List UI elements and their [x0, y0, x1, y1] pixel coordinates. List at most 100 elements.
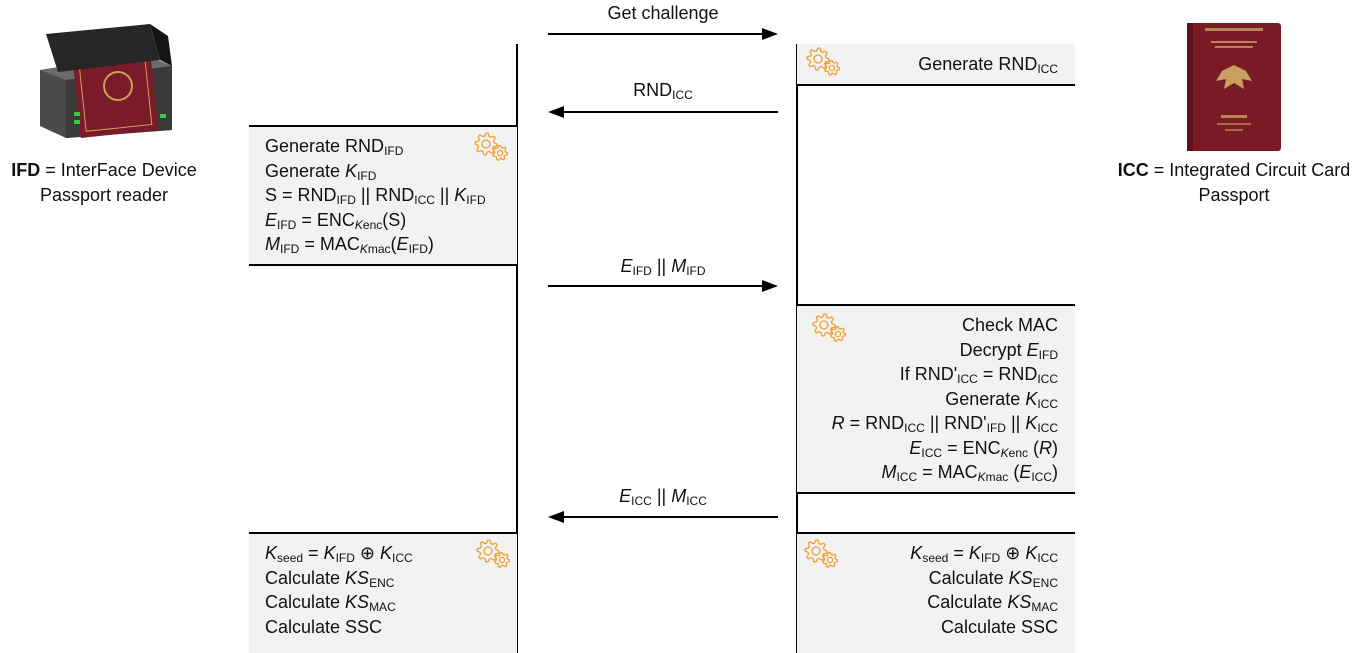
passport-reader-icon: [36, 22, 176, 140]
var: K: [354, 217, 363, 232]
var: K: [910, 543, 923, 563]
sub: IFD: [408, 242, 428, 256]
gears-icon: [801, 538, 841, 570]
rnd-sub: ICC: [1037, 62, 1058, 76]
arrow-to-icc: [548, 27, 778, 41]
var: KS: [345, 567, 370, 588]
text: ): [427, 234, 434, 254]
icc-line-7: MICC = MACKmac (EICC): [832, 460, 1058, 485]
passport-icon: [1187, 23, 1281, 151]
sub: ICC: [631, 494, 652, 508]
sub: ENC: [1032, 575, 1058, 590]
text: Generate RND: [265, 136, 385, 156]
arrow-to-icc: [548, 279, 778, 293]
text: (: [1028, 437, 1039, 458]
text: = RND: [977, 364, 1038, 384]
var: KS: [345, 592, 370, 612]
var: KS: [1008, 567, 1033, 588]
sub: IFD: [1038, 347, 1058, 362]
sub: IFD: [632, 264, 652, 278]
icc-generate-box: Generate RNDICC: [797, 44, 1075, 86]
text: ||: [651, 256, 672, 276]
text: If RND': [899, 364, 958, 384]
var: K: [968, 543, 981, 563]
text: = ENC: [942, 437, 1001, 458]
icc-abbr: ICC: [1117, 160, 1149, 180]
text: =: [303, 543, 324, 563]
sub: IFD: [336, 193, 356, 207]
icc-line-6: EICC = ENCKenc (R): [832, 436, 1058, 461]
sub: Kenc: [1001, 446, 1028, 460]
var: K: [265, 543, 278, 563]
text: (: [1008, 462, 1020, 482]
text: Decrypt: [959, 339, 1027, 360]
icc-verify-box: Check MAC Decrypt EIFD If RND'ICC = RNDI…: [797, 304, 1075, 494]
text: || RND': [924, 413, 987, 433]
xor-operator: ⊕: [1000, 543, 1026, 563]
ifd-label: IFD = InterFace Device Passport reader: [2, 158, 206, 208]
text: (S): [382, 209, 407, 230]
text: = RND: [844, 413, 905, 433]
var: M: [671, 486, 687, 506]
var: K: [323, 543, 336, 563]
ifd-subtitle: Passport reader: [39, 185, 169, 205]
text: Generate: [265, 160, 346, 181]
text: enc: [1008, 445, 1028, 460]
ifd-line-4: EIFD = ENCKenc(S): [265, 208, 486, 233]
sub: MAC: [1031, 600, 1058, 614]
var: K: [345, 160, 358, 181]
gears-icon: [473, 538, 513, 570]
keys-line-1: Kseed = KIFD ⊕ KICC: [910, 541, 1058, 566]
ifd-compute-box: Generate RNDIFD Generate KIFD S = RNDIFD…: [249, 125, 517, 266]
keys-line-1: Kseed = KIFD ⊕ KICC: [265, 541, 413, 566]
keys-line-3: Calculate KSMAC: [265, 590, 413, 615]
var: E: [620, 256, 633, 276]
sub: ICC: [1037, 551, 1058, 565]
sub: IFD: [384, 144, 404, 158]
sub: IFD: [686, 264, 706, 278]
sub: ICC: [1037, 396, 1058, 411]
ifd-line-5: MIFD = MACKmac(EIFD): [265, 232, 486, 257]
sub: IFD: [986, 421, 1006, 435]
text: = ENC: [296, 209, 355, 230]
sub: Kenc: [355, 218, 382, 232]
var: E: [1026, 339, 1039, 360]
sub: seed: [277, 551, 304, 565]
text: Calculate: [265, 592, 346, 612]
gears-icon: [803, 46, 843, 78]
keys-line-2: Calculate KSENC: [265, 566, 413, 591]
icc-generate-line: Generate RNDICC: [918, 52, 1058, 77]
keys-line-4: Calculate SSC: [265, 616, 383, 637]
icc-title: ICC = Integrated Circuit Card: [1103, 158, 1365, 183]
var: K: [380, 543, 393, 563]
sub: seed: [922, 551, 949, 565]
keys-line-3: Calculate KSMAC: [910, 590, 1058, 615]
text: ||: [434, 185, 455, 205]
text: Calculate: [265, 567, 346, 588]
sub: ICC: [957, 372, 978, 386]
sub: ICC: [896, 470, 918, 484]
icc-line-5: R = RNDICC || RND'IFD || KICC: [832, 411, 1058, 436]
var: M: [265, 234, 280, 254]
var: K: [977, 470, 986, 484]
var: E: [396, 234, 409, 254]
sub: ICC: [686, 494, 707, 508]
var: E: [1019, 462, 1032, 482]
message-eicc-micc: EICC || MICC: [548, 486, 778, 507]
var: E: [909, 437, 922, 458]
sub: IFD: [980, 551, 1001, 565]
var: M: [671, 256, 687, 276]
var: K: [454, 185, 467, 205]
text: =: [948, 543, 969, 563]
text: Generate: [945, 388, 1026, 409]
icc-definition: = Integrated Circuit Card: [1148, 160, 1351, 180]
icc-line-2: Decrypt EIFD: [832, 338, 1058, 363]
text: || RND: [355, 185, 415, 205]
text: Calculate: [927, 592, 1008, 612]
sub: ICC: [921, 445, 943, 460]
var: E: [265, 209, 278, 230]
text: = MAC: [917, 462, 978, 482]
var: R: [1039, 437, 1052, 458]
text: mac: [985, 470, 1009, 484]
ifd-definition: = InterFace Device: [40, 160, 197, 180]
